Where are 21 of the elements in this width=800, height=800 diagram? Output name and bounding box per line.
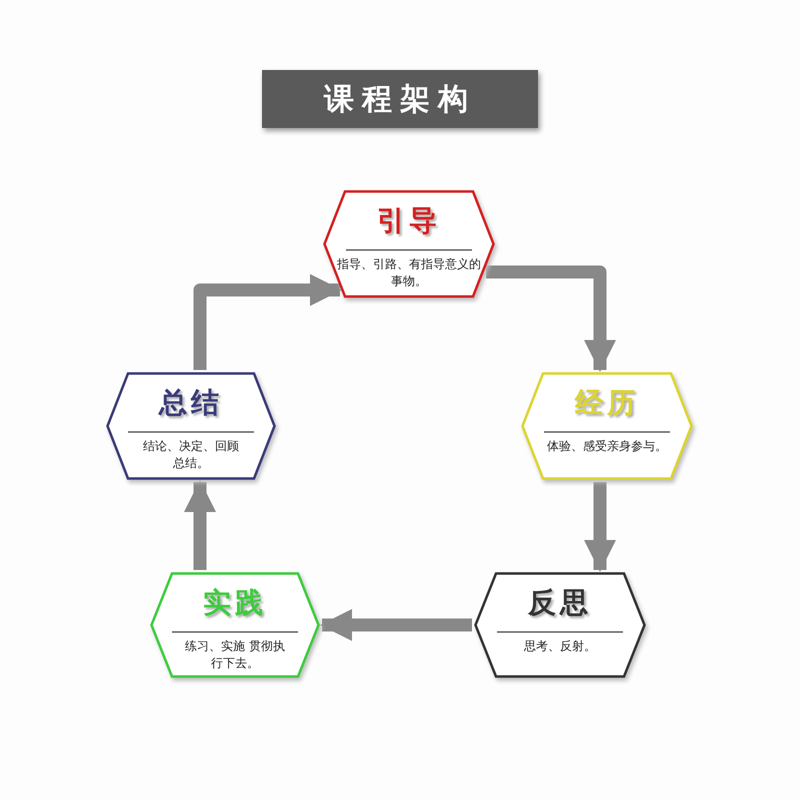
hexagon-box [521, 372, 693, 480]
node-heading: 反思 [526, 585, 593, 621]
node-description: 指导、引路、有指导意义的事物。 [336, 256, 482, 290]
hexagon-box [106, 372, 276, 480]
arrow [194, 274, 342, 370]
node-description: 思考、反射。 [523, 638, 597, 655]
node-description: 结论、决定、回顾总结。 [142, 438, 240, 472]
arrow [584, 482, 616, 572]
node-heading: 引导 [376, 203, 442, 239]
node-heading: 经历 [574, 385, 640, 421]
node-description: 体验、感受亲身参与。 [546, 438, 668, 455]
title-banner: 课程架构 [262, 70, 538, 128]
hexagon-box [474, 572, 646, 678]
hexagon-box [323, 190, 495, 298]
arrow [486, 266, 616, 372]
node-description: 练习、实施 贯彻执行下去。 [184, 638, 286, 672]
node-heading: 实践 [202, 585, 268, 621]
node-heading: 总结 [157, 385, 224, 421]
arrow [184, 480, 216, 570]
arrow [320, 609, 472, 641]
hexagon-box [150, 572, 320, 678]
